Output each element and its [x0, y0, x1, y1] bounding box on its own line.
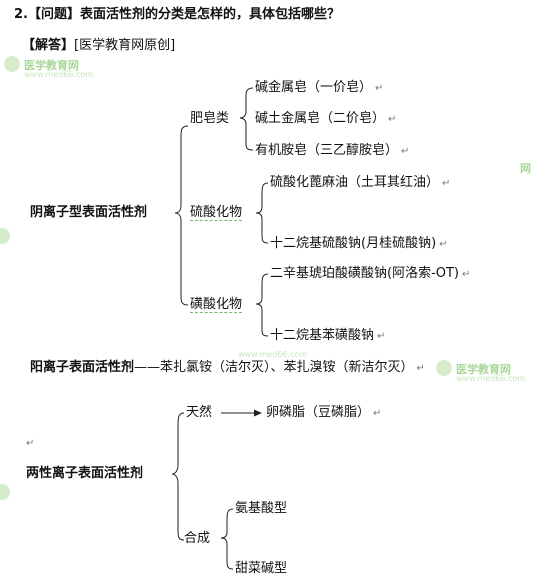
bracket-soap — [239, 87, 254, 151]
question-heading: 2.【问题】表面活性剂的分类是怎样的，具体包括哪些？ — [14, 7, 340, 23]
watermark-text: 医学教育网 — [24, 59, 79, 72]
question-number: 2. — [14, 7, 28, 22]
cationic-dash: —— — [134, 360, 161, 375]
natural-item-text: 卵磷脂（豆磷脂） — [266, 405, 371, 420]
return-mark: ↵ — [416, 363, 425, 374]
cationic-title: 阳离子表面活性剂 — [30, 360, 135, 375]
sulfate-item-2-text: 十二烷基硫酸钠(月桂硫酸钠) — [270, 236, 437, 251]
arrow-head — [254, 409, 262, 417]
answer-heading: 【解答】[医学教育网原创] — [22, 38, 175, 54]
watermark-text-2: 医学教育网 — [456, 363, 511, 376]
sulfonate-label: 磺酸化物 — [190, 297, 243, 313]
answer-tag: 【解答】 — [22, 38, 75, 53]
synthetic-item-1: 氨基酸型 — [235, 501, 288, 516]
cationic-row: 阳离子表面活性剂——苯扎氯铵（洁尔灭）、苯扎溴铵（新洁尔灭）↵ — [30, 360, 425, 377]
natural-item: 卵磷脂（豆磷脂）↵ — [266, 405, 381, 422]
soap-item-3-text: 有机胺皂（三乙醇胺皂） — [255, 143, 399, 158]
sulfate-item-1: 硫酸化蓖麻油（土耳其红油）↵ — [270, 175, 450, 192]
bracket-synthetic — [220, 508, 234, 570]
return-mark: ↵ — [439, 239, 448, 250]
sulfonate-item-1-text: 二辛基琥珀酸磺酸钠(阿洛索-OT) — [270, 266, 460, 281]
question-tag: 【问题】 — [27, 7, 80, 22]
soap-item-2: 碱土金属皂（二价皂）↵ — [255, 111, 396, 128]
return-mark: ↵ — [462, 269, 471, 280]
soap-item-1-text: 碱金属皂（一价皂） — [255, 80, 373, 95]
return-mark: ↵ — [377, 331, 386, 342]
sulfate-item-2: 十二烷基硫酸钠(月桂硫酸钠)↵ — [270, 236, 448, 253]
question-text: 表面活性剂的分类是怎样的，具体包括哪些？ — [80, 7, 341, 22]
bracket-sulfonate — [255, 273, 269, 337]
amphoteric-title: 两性离子表面活性剂 — [26, 466, 144, 481]
return-mark-blank: ↵ — [26, 438, 35, 449]
bracket-amphoteric — [171, 412, 185, 541]
sulfonate-item-1: 二辛基琥珀酸磺酸钠(阿洛索-OT)↵ — [270, 266, 470, 283]
return-mark: ↵ — [373, 408, 382, 419]
cationic-items: 苯扎氯铵（洁尔灭）、苯扎溴铵（新洁尔灭） — [160, 360, 414, 375]
watermark-url-2: www.med66.com — [456, 374, 526, 383]
return-mark: ↵ — [375, 83, 384, 94]
soap-item-3: 有机胺皂（三乙醇胺皂）↵ — [255, 143, 409, 160]
soap-item-2-text: 碱土金属皂（二价皂） — [255, 111, 386, 126]
sulfate-label-text: 硫酸化物 — [190, 205, 243, 221]
bracket-sulfate — [255, 182, 269, 244]
answer-source: [医学教育网原创] — [74, 38, 176, 53]
return-mark: ↵ — [388, 114, 397, 125]
sulfonate-item-2: 十二烷基苯磺酸钠↵ — [270, 328, 385, 345]
sulfonate-item-2-text: 十二烷基苯磺酸钠 — [270, 328, 375, 343]
sulfate-item-1-text: 硫酸化蓖麻油（土耳其红油） — [270, 175, 440, 190]
synthetic-item-2: 甜菜碱型 — [235, 561, 288, 576]
return-mark: ↵ — [401, 146, 410, 157]
soap-label: 肥皂类 — [190, 111, 230, 126]
bracket-anionic — [174, 125, 189, 306]
soap-item-1: 碱金属皂（一价皂）↵ — [255, 80, 383, 97]
natural-label: 天然 — [186, 405, 213, 420]
sulfate-label: 硫酸化物 — [190, 205, 243, 221]
synthetic-label: 合成 — [184, 531, 211, 546]
watermark-url-mid: www.med66.com — [238, 350, 308, 359]
watermark-url: www.med66.com — [24, 70, 94, 79]
watermark-fragment: 网 — [520, 162, 531, 175]
anionic-title: 阴离子型表面活性剂 — [30, 205, 148, 220]
return-mark: ↵ — [442, 178, 451, 189]
sulfonate-label-text: 磺酸化物 — [190, 297, 243, 313]
